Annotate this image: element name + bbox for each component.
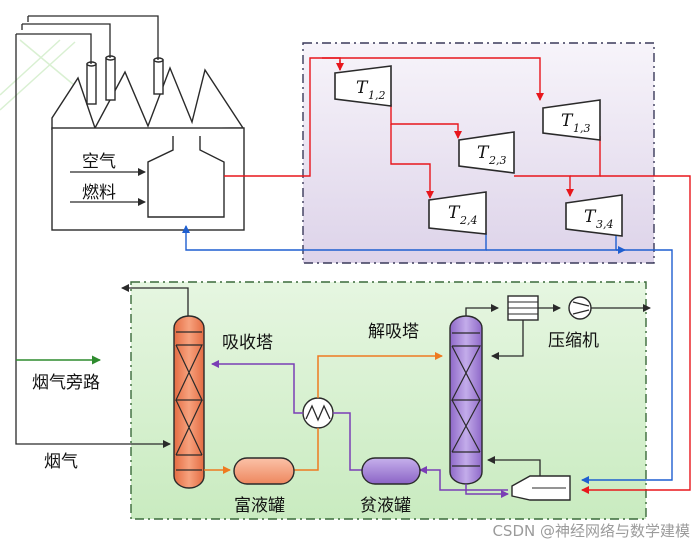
turbine-t23-sub: 2,3	[488, 154, 507, 167]
compressor-label: 压缩机	[548, 331, 599, 351]
turbine-t34-label: T	[584, 207, 597, 227]
chimney-1	[86, 63, 97, 105]
reboiler	[511, 475, 571, 501]
turbine-t23: T 2,3	[458, 131, 515, 174]
steam-lines	[224, 57, 691, 494]
condenser-reflux	[491, 320, 524, 360]
desorber-label: 解吸塔	[368, 322, 419, 342]
flue-stack-lines	[15, 15, 159, 436]
power-plant	[51, 55, 245, 231]
desorber-top-line	[465, 304, 499, 316]
watermark-text: CSDN @神经网络与数学建模	[492, 522, 690, 540]
lean-solution-lines	[211, 360, 509, 498]
rich-tank-label: 富液罐	[234, 496, 285, 516]
air-label: 空气	[82, 152, 116, 172]
absorber-label: 吸收塔	[222, 333, 273, 353]
turbine-t13-label: T	[561, 111, 574, 131]
fuel-label: 燃料	[82, 183, 116, 203]
reboiler-line	[487, 456, 541, 480]
turbine-t23-label: T	[477, 143, 490, 163]
lean-tank-label: 贫液罐	[360, 496, 411, 516]
lean-tank	[361, 457, 421, 485]
turbine-t24-sub: 2,4	[459, 214, 478, 227]
condenser	[507, 295, 539, 321]
turbine-t12-label: T	[356, 78, 369, 98]
heat-exchanger	[302, 397, 334, 429]
rich-tank	[233, 457, 295, 485]
desorber-column	[449, 315, 483, 485]
chimney-3	[153, 59, 164, 95]
turbine-t34-sub: 3,4	[596, 218, 614, 231]
return-lines	[182, 225, 673, 484]
turbine-t13: T 1,3	[542, 99, 601, 141]
absorber-exhaust	[121, 284, 189, 316]
absorber-column	[173, 315, 205, 489]
flue-gas-line	[15, 436, 171, 448]
rich-solution-lines	[204, 352, 443, 474]
turbine-t24-label: T	[448, 203, 461, 223]
compressor-icon	[568, 296, 592, 320]
turbine-t12-sub: 1,2	[368, 89, 386, 102]
turbine-t34: T 3,4	[565, 194, 623, 237]
background-decoration	[0, 39, 81, 111]
flue-gas-label: 烟气	[44, 452, 78, 472]
turbine-t24: T 2,4	[428, 191, 487, 235]
turbine-t12: T 1,2	[334, 65, 392, 107]
chimney-2	[105, 57, 116, 101]
turbine-t13-sub: 1,3	[573, 122, 591, 135]
boiler-vessel	[147, 136, 225, 218]
flue-gas-bypass-label: 烟气旁路	[32, 373, 100, 393]
